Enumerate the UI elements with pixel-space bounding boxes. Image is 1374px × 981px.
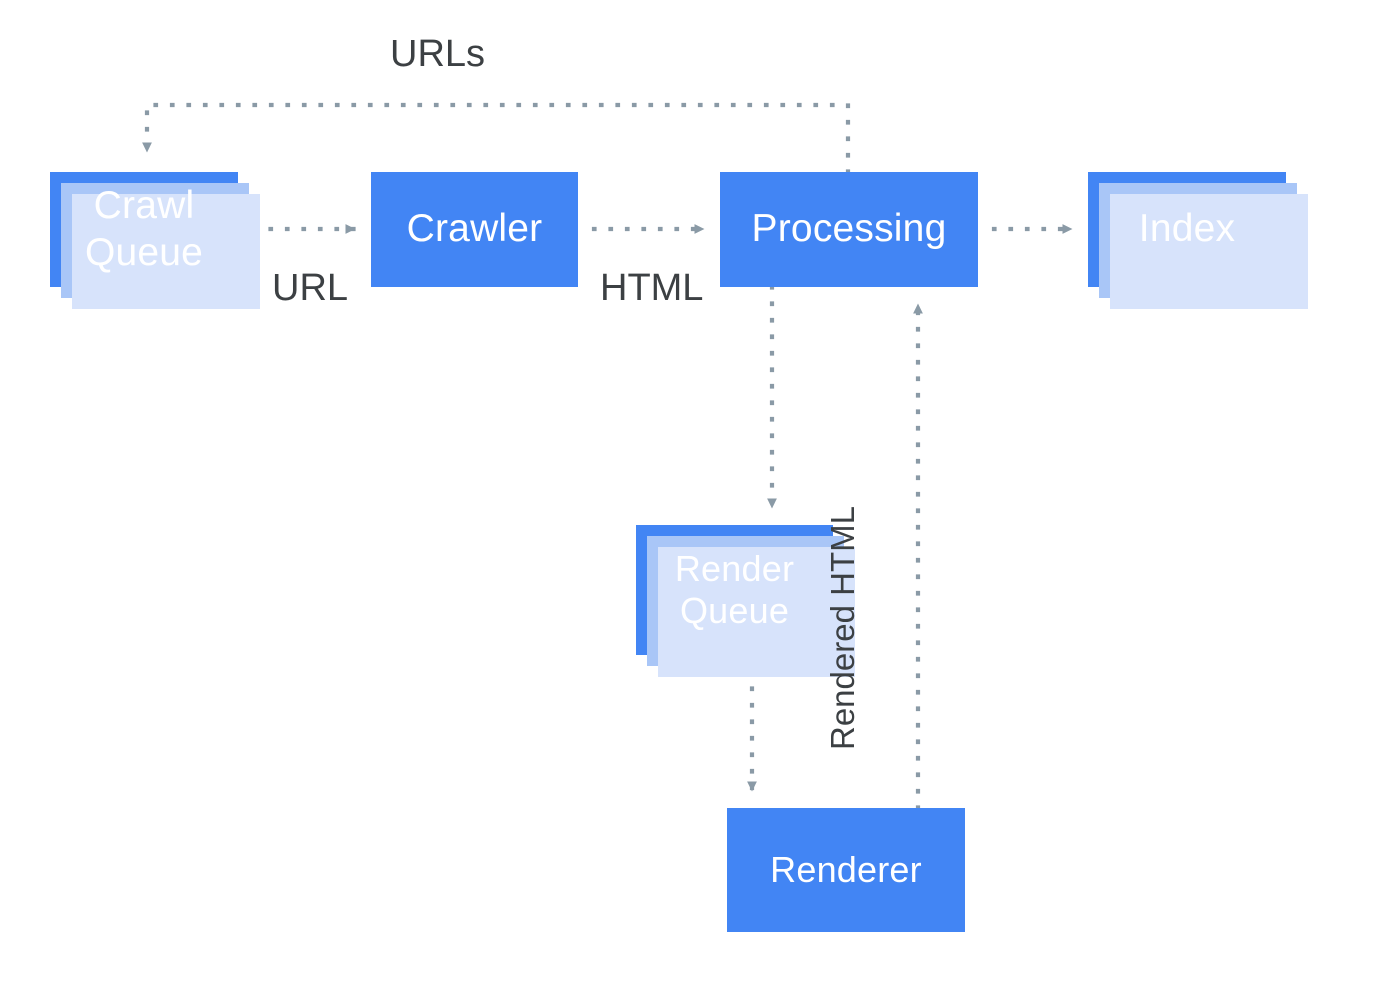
edge-label-rendered-html: Rendered HTML xyxy=(824,506,861,750)
node-crawler[interactable]: Crawler xyxy=(371,172,578,287)
node-renderer[interactable]: Renderer xyxy=(727,808,965,932)
node-crawl-queue-label: Crawl Queue xyxy=(84,184,204,274)
node-index-label: Index xyxy=(1138,207,1236,251)
node-crawl-queue[interactable]: Crawl Queue xyxy=(50,172,238,287)
node-render-queue-label: Render Queue xyxy=(674,547,795,631)
node-index[interactable]: Index xyxy=(1088,172,1286,287)
edge-label-urls: URLs xyxy=(390,33,486,75)
node-renderer-label: Renderer xyxy=(770,848,922,890)
edge-processing-to-crawlqueue xyxy=(142,102,851,175)
edge-label-html: HTML xyxy=(600,267,704,309)
node-crawler-label: Crawler xyxy=(406,207,543,251)
node-render-queue[interactable]: Render Queue xyxy=(636,525,833,655)
node-processing-label: Processing xyxy=(751,207,947,251)
edge-label-url: URL xyxy=(272,267,349,309)
node-processing[interactable]: Processing xyxy=(720,172,978,287)
